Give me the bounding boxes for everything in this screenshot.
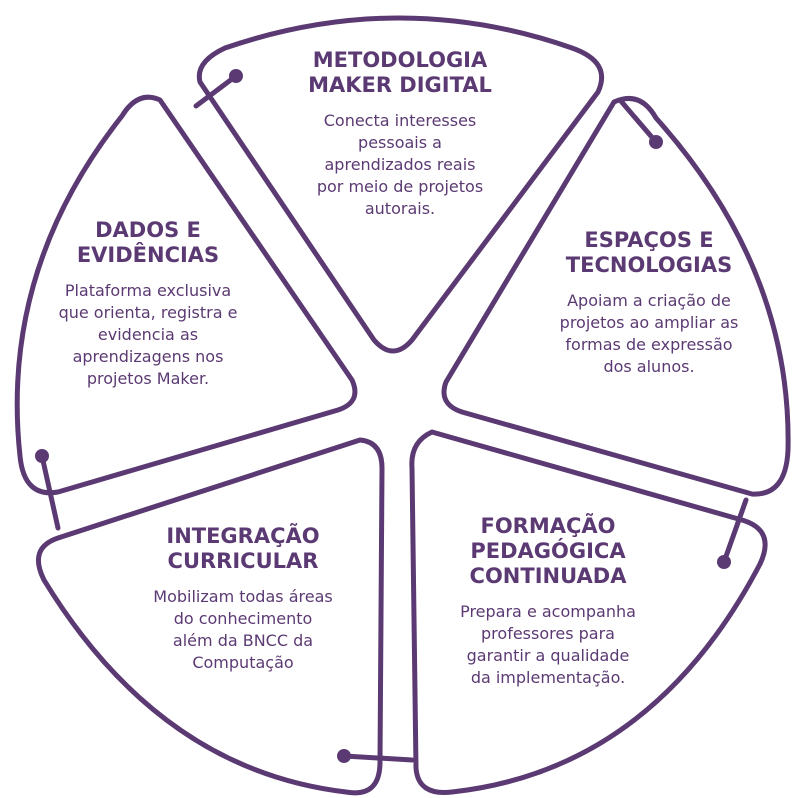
segment-title: INTEGRAÇÃO CURRICULAR <box>118 524 368 574</box>
wedge-formacao <box>409 429 768 795</box>
wedge-metodologia <box>196 15 605 354</box>
segment-description: Plataforma exclusiva que orienta, regist… <box>26 280 270 390</box>
segment-description: Conecta interesses pessoais a aprendizad… <box>278 110 522 220</box>
wedge-espacos <box>441 96 791 497</box>
desc-line: do conhecimento <box>173 609 313 628</box>
desc-line: projetos Maker. <box>86 369 210 388</box>
desc-line: evidencia as <box>97 325 199 344</box>
segment-title: METODOLOGIA MAKER DIGITAL <box>278 48 522 98</box>
desc-line: pessoais a <box>358 133 442 152</box>
title-line: ESPAÇOS E <box>584 228 714 252</box>
desc-line: Mobilizam todas áreas <box>153 587 333 606</box>
wedge-dados <box>14 94 358 496</box>
connector-dot-bottom <box>337 749 351 763</box>
desc-line: garantir a qualidade <box>466 646 630 665</box>
connector-dot-top-right <box>649 135 663 149</box>
desc-line: da implementação. <box>470 668 626 687</box>
desc-line: Conecta interesses <box>323 111 477 130</box>
desc-line: Prepara e acompanha <box>460 602 636 621</box>
title-line: PEDAGÓGICA <box>470 539 626 563</box>
segment-title: DADOS E EVIDÊNCIAS <box>26 218 270 268</box>
segment-title: ESPAÇOS E TECNOLOGIAS <box>530 228 768 278</box>
title-line: INTEGRAÇÃO <box>166 524 320 548</box>
segment-description: Apoiam a criação de projetos ao ampliar … <box>530 290 768 378</box>
segment-title: FORMAÇÃO PEDAGÓGICA CONTINUADA <box>428 514 668 589</box>
title-line: DADOS E <box>95 218 201 242</box>
desc-line: além da BNCC da <box>172 631 314 650</box>
desc-line: Computação <box>192 653 294 672</box>
segment-integracao: INTEGRAÇÃO CURRICULAR Mobilizam todas ár… <box>118 524 368 674</box>
desc-line: por meio de projetos <box>316 177 484 196</box>
title-line: FORMAÇÃO <box>480 514 616 538</box>
connector-top-left <box>193 73 239 109</box>
segment-dados: DADOS E EVIDÊNCIAS Plataforma exclusiva … <box>26 218 270 390</box>
desc-line: Apoiam a criação de <box>567 291 731 310</box>
segment-description: Prepara e acompanha professores para gar… <box>428 601 668 689</box>
desc-line: formas de expressão <box>565 335 733 354</box>
desc-line: aprendizagens nos <box>72 347 224 366</box>
desc-line: professores para <box>481 624 615 643</box>
desc-line: aprendizados reais <box>324 155 476 174</box>
segment-description: Mobilizam todas áreas do conhecimento al… <box>118 586 368 674</box>
connector-right-bottom <box>721 497 749 565</box>
title-line: MAKER DIGITAL <box>308 73 492 97</box>
title-line: CONTINUADA <box>469 564 627 588</box>
segment-metodologia: METODOLOGIA MAKER DIGITAL Conecta intere… <box>278 48 522 220</box>
connector-dot-left <box>35 449 49 463</box>
desc-line: projetos ao ampliar as <box>559 313 739 332</box>
desc-line: autorais. <box>364 199 436 218</box>
title-line: CURRICULAR <box>167 549 319 573</box>
connector-bottom <box>341 753 415 763</box>
title-line: EVIDÊNCIAS <box>76 243 220 267</box>
title-line: METODOLOGIA <box>312 48 488 72</box>
segment-formacao: FORMAÇÃO PEDAGÓGICA CONTINUADA Prepara e… <box>428 514 668 689</box>
connector-dot-right-bottom <box>717 555 731 569</box>
segment-espacos: ESPAÇOS E TECNOLOGIAS Apoiam a criação d… <box>530 228 768 378</box>
desc-line: dos alunos. <box>603 357 695 376</box>
desc-line: Plataforma exclusiva <box>64 281 232 300</box>
title-line: TECNOLOGIAS <box>565 253 733 277</box>
wedge-integracao <box>35 437 385 796</box>
desc-line: que orienta, registra e <box>58 303 238 322</box>
connector-top-right <box>617 97 659 145</box>
connector-left <box>39 453 61 531</box>
connector-dot-top-left <box>229 69 243 83</box>
